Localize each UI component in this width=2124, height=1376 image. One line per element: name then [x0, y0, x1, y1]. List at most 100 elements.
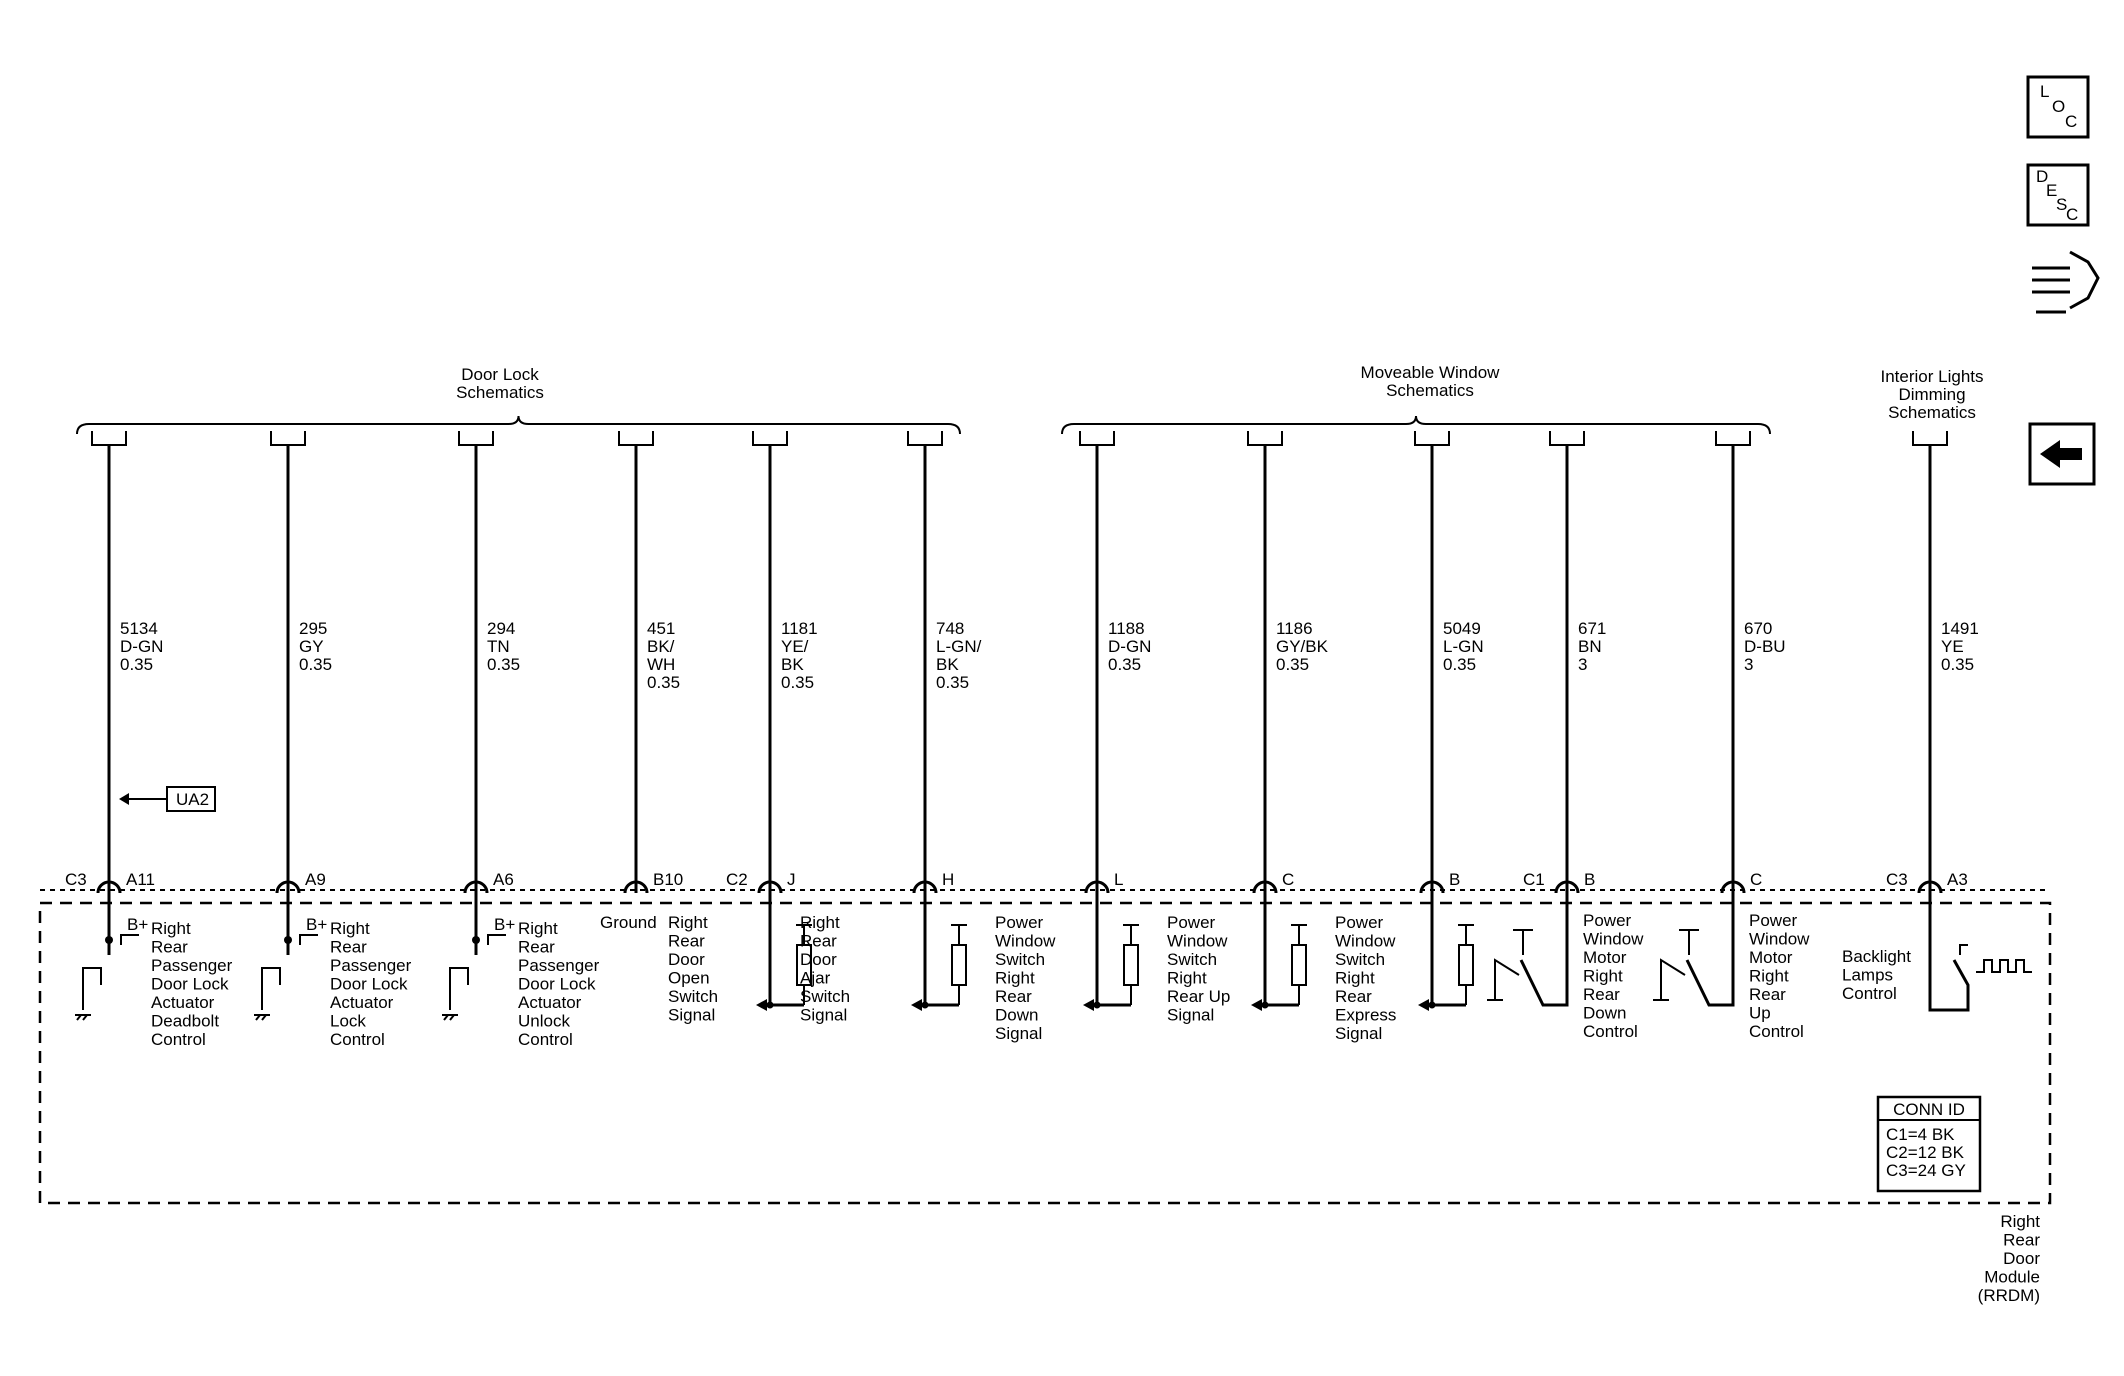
circuit-label: 3 [1744, 655, 1753, 674]
pin-label: L [1114, 870, 1123, 889]
switch-input-8 [1418, 893, 1474, 1011]
function-label: Door Lock [151, 975, 229, 994]
pwm-icon [1976, 959, 2032, 973]
function-label: Window [1749, 930, 1810, 949]
conn-id-title: CONN ID [1893, 1100, 1965, 1119]
signal-arrow [911, 999, 922, 1011]
supply-label: B+ [306, 915, 327, 934]
relay-contact [1685, 893, 1735, 1007]
description-icon: C [2066, 205, 2078, 224]
door-lock-brace [76, 415, 961, 435]
function-label: Power [1583, 911, 1632, 930]
connector-stub [91, 431, 127, 446]
relay-arm [1494, 958, 1520, 990]
ground-icon [1487, 990, 1503, 1001]
back-arrow-icon [2040, 440, 2082, 468]
connector-stub [458, 431, 494, 446]
driver-node [105, 936, 113, 944]
function-label: Window [1167, 932, 1228, 951]
back-button[interactable] [2028, 422, 2096, 486]
module-name: Door [2003, 1249, 2040, 1268]
header-lights: Schematics [1888, 403, 1976, 422]
circuit-label: 0.35 [1108, 655, 1141, 674]
circuit-label: 294 [487, 619, 515, 638]
function-label: Down [995, 1006, 1038, 1025]
supply-label: B+ [127, 915, 148, 934]
function-label: Control [330, 1030, 385, 1049]
function-label: Motor [1749, 948, 1793, 967]
header-lights: Interior Lights [1881, 367, 1984, 386]
function-label: Passenger [330, 956, 412, 975]
pin-label: C [1750, 870, 1762, 889]
module-name: Module [1984, 1268, 2040, 1287]
description-icon: D [2036, 167, 2048, 186]
circuit-label: 0.35 [1276, 655, 1309, 674]
circuit-label: 5049 [1443, 619, 1481, 638]
function-label: Motor [1583, 948, 1627, 967]
circuit-label: 0.35 [936, 673, 969, 692]
conn-id-box [1876, 1095, 1982, 1193]
circuit-label: 0.35 [647, 673, 680, 692]
circuit-label: L-GN [1443, 637, 1484, 656]
circuit-label: 0.35 [781, 673, 814, 692]
function-label: Control [151, 1030, 206, 1049]
function-label: Right [800, 913, 840, 932]
circuit-label: 0.35 [1941, 655, 1974, 674]
function-label: Rear Up [1167, 987, 1230, 1006]
driver-node [284, 936, 292, 944]
function-label: Rear [330, 938, 367, 957]
function-label: Right [330, 919, 370, 938]
description-box [2026, 163, 2090, 227]
function-label: Power [1167, 913, 1216, 932]
supply-bar [487, 934, 506, 945]
connector-stub [752, 431, 788, 446]
pin-label: C [1282, 870, 1294, 889]
connector-stub [1079, 431, 1115, 446]
header-window: Moveable Window [1361, 363, 1501, 382]
connector-stub [1912, 431, 1948, 446]
module-name: Right [2000, 1212, 2040, 1231]
function-label: Rear [800, 932, 837, 951]
pin-label: A6 [493, 870, 514, 889]
circuit-label: 1181 [781, 619, 818, 638]
ua2-box [166, 786, 216, 812]
signal-arrow [1418, 999, 1429, 1011]
function-label: Door Lock [330, 975, 408, 994]
circuit-label: D-GN [120, 637, 163, 656]
relay-contact [1519, 893, 1569, 1007]
function-label: Rear [151, 938, 188, 957]
circuit-label: BK [936, 655, 959, 674]
circuit-label: WH [647, 655, 675, 674]
junction-dot [766, 1001, 774, 1009]
header-door-lock: Door Lock [461, 365, 539, 384]
conn-id-row: C1=4 BK [1886, 1125, 1955, 1144]
signal-arrow [1251, 999, 1262, 1011]
ground-path [261, 967, 281, 1010]
circuit-label: 670 [1744, 619, 1772, 638]
circuit-label: D-GN [1108, 637, 1151, 656]
function-label: Window [1335, 932, 1396, 951]
function-label: Signal [1335, 1024, 1382, 1043]
pin-label: J [787, 870, 796, 889]
location-button[interactable]: LOC [2026, 75, 2090, 139]
connector-view-button[interactable] [2032, 250, 2100, 314]
function-label: Power [995, 913, 1044, 932]
connector-stub [1414, 431, 1450, 446]
circuit-label: 0.35 [120, 655, 153, 674]
circuit-label: 1188 [1108, 619, 1145, 638]
function-label: Switch [668, 987, 718, 1006]
switch-input-6 [1083, 893, 1139, 1011]
function-label: Actuator [151, 993, 215, 1012]
